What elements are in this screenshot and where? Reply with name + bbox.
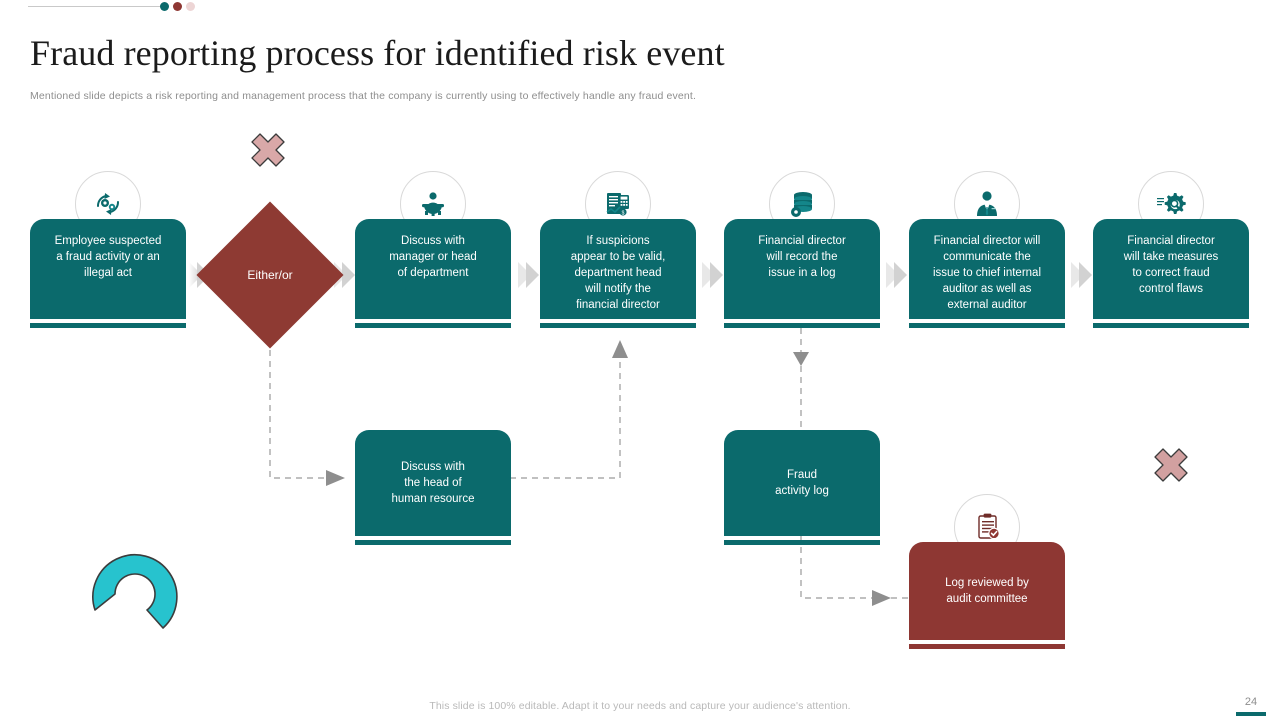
chevron-arrow-6 (1071, 262, 1092, 288)
process-step-4-box: Financial director will record the issue… (724, 219, 880, 319)
chevron-arrow-4 (702, 262, 723, 288)
secondary-node-log-bar (724, 540, 880, 545)
process-step-5-label: Financial director will communicate the … (932, 235, 1042, 311)
process-step-2-label: Discuss with manager or head of departme… (389, 235, 477, 279)
header-dots (160, 2, 195, 11)
page-number-bar (1236, 712, 1266, 716)
process-step-4-label: Financial director will record the issue… (758, 235, 846, 279)
secondary-node-audit-bar (909, 644, 1065, 649)
decorative-arc-icon (92, 554, 178, 629)
decorative-cross-icon-2 (1154, 448, 1188, 482)
secondary-node-audit-box: Log reviewed by audit committee (909, 542, 1065, 640)
process-step-6-box: Financial director will take measures to… (1093, 219, 1249, 319)
secondary-node-hr-label: Discuss with the head of human resource (391, 461, 475, 505)
header-rule (28, 6, 160, 7)
process-step-2-bar (355, 323, 511, 328)
process-step-2-box: Discuss with manager or head of departme… (355, 219, 511, 319)
process-step-3-box: If suspicions appear to be valid, depart… (540, 219, 696, 319)
process-step-6-label: Financial director will take measures to… (1123, 235, 1219, 295)
process-step-5-box: Financial director will communicate the … (909, 219, 1065, 319)
process-step-5-bar (909, 323, 1065, 328)
process-step-1-label: Employee suspected a fraud activity or a… (54, 235, 162, 279)
header-dot-1 (160, 2, 169, 11)
secondary-node-log-box: Fraud activity log (724, 430, 880, 536)
secondary-node-log-label: Fraud activity log (775, 469, 829, 497)
decorative-cross-icon-1 (251, 133, 285, 167)
header-dot-2 (173, 2, 182, 11)
chevron-arrow-3 (518, 262, 539, 288)
process-step-1-bar (30, 323, 186, 328)
process-step-4-bar (724, 323, 880, 328)
footer-note: This slide is 100% editable. Adapt it to… (429, 700, 851, 712)
decision-label: Either/or (247, 268, 293, 282)
page-number: 24 (1244, 696, 1258, 708)
process-step-1-box: Employee suspected a fraud activity or a… (30, 219, 186, 319)
process-step-3-bar (540, 323, 696, 328)
page-title: Fraud reporting process for identified r… (30, 33, 725, 73)
secondary-node-hr-box: Discuss with the head of human resource (355, 430, 511, 536)
header-dot-3 (186, 2, 195, 11)
chevron-arrow-5 (886, 262, 907, 288)
decision-node[interactable]: Either/or (196, 201, 344, 349)
secondary-node-hr-bar (355, 540, 511, 545)
page-subtitle: Mentioned slide depicts a risk reporting… (30, 90, 697, 102)
secondary-node-audit-label: Log reviewed by audit committee (945, 577, 1029, 605)
process-step-3-label: If suspicions appear to be valid, depart… (570, 235, 666, 311)
svg-text:$: $ (622, 210, 625, 216)
process-step-6-bar (1093, 323, 1249, 328)
